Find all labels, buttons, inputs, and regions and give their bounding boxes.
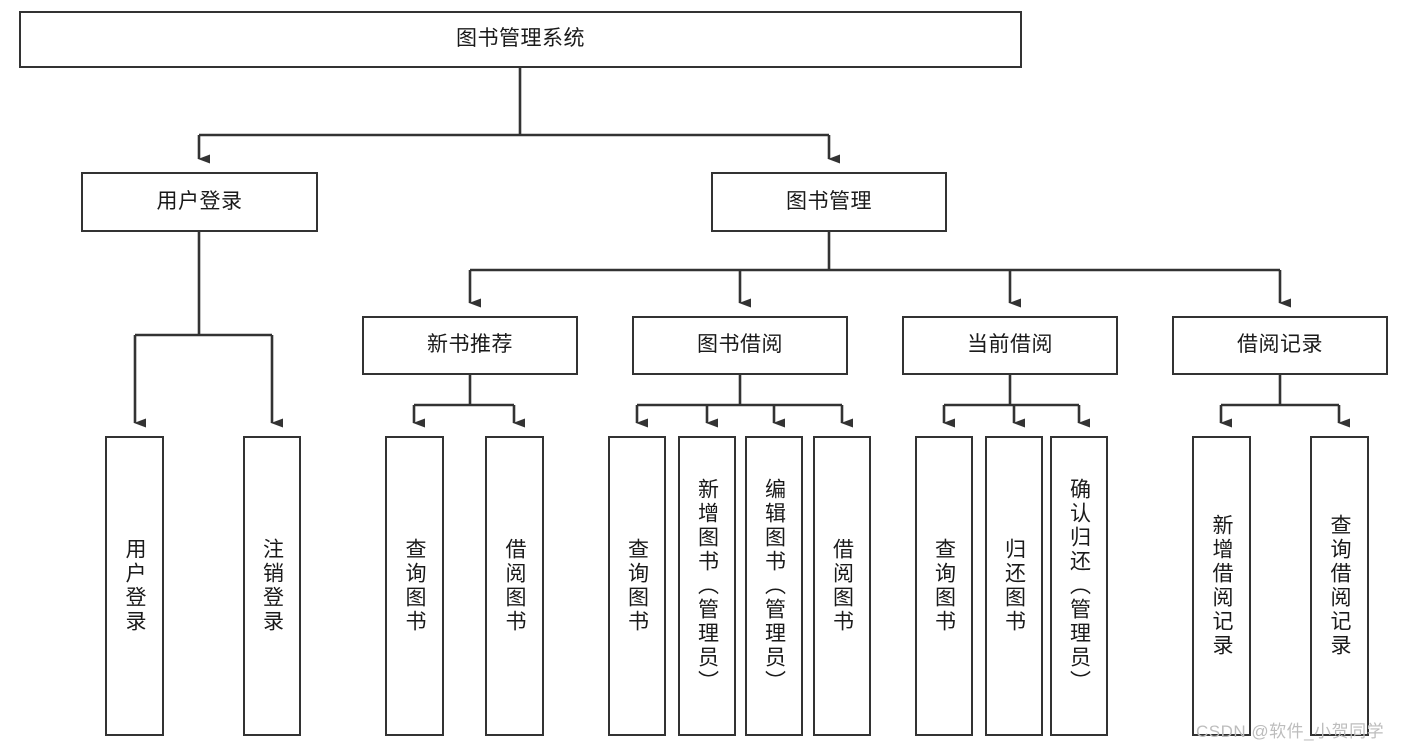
node-label: 归还图书 [1002,538,1026,634]
node-leaf-借阅图书-3[interactable]: 借阅图书 [485,436,544,736]
node-label: 借阅图书 [503,538,526,634]
csdn-watermark: CSDN @软件_小贺同学 [1196,722,1385,741]
node-level2-图书管理-1[interactable]: 图书管理 [711,172,947,232]
node-label: 编辑图书（管理员） [762,478,786,694]
node-label: 查询图书 [625,538,649,634]
node-label: 图书管理系统 [456,27,585,51]
node-label: 新增图书（管理员） [695,478,719,694]
node-label: 新书推荐 [427,333,513,357]
node-leaf-注销登录-1[interactable]: 注销登录 [243,436,301,736]
node-leaf-查询图书-8[interactable]: 查询图书 [915,436,973,736]
node-leaf-用户登录-0[interactable]: 用户登录 [105,436,164,736]
node-leaf-查询图书-2[interactable]: 查询图书 [385,436,444,736]
node-level3-图书借阅-1[interactable]: 图书借阅 [632,316,848,375]
node-label: 图书借阅 [697,333,783,357]
node-leaf-确认归还-管理员-10[interactable]: 确认归还（管理员） [1050,436,1108,736]
node-label: 确认归还（管理员） [1067,478,1091,694]
node-label: 注销登录 [260,538,284,634]
node-leaf-借阅图书-7[interactable]: 借阅图书 [813,436,871,736]
node-label: 借阅图书 [830,538,854,634]
node-label: 借阅记录 [1237,333,1323,357]
node-label: 查询借阅记录 [1328,514,1351,658]
node-leaf-查询借阅记录-12[interactable]: 查询借阅记录 [1310,436,1369,736]
node-label: 查询图书 [403,538,426,634]
node-label: 用户登录 [123,538,146,634]
node-level3-借阅记录-3[interactable]: 借阅记录 [1172,316,1388,375]
node-label: 新增借阅记录 [1210,514,1233,658]
node-level2-用户登录-0[interactable]: 用户登录 [81,172,318,232]
node-leaf-查询图书-4[interactable]: 查询图书 [608,436,666,736]
node-leaf-编辑图书-管理员-6[interactable]: 编辑图书（管理员） [745,436,803,736]
node-label: 用户登录 [156,189,243,213]
node-label: 图书管理 [786,189,872,213]
node-label: 当前借阅 [967,333,1053,357]
node-leaf-新增借阅记录-11[interactable]: 新增借阅记录 [1192,436,1251,736]
node-leaf-新增图书-管理员-5[interactable]: 新增图书（管理员） [678,436,736,736]
node-leaf-归还图书-9[interactable]: 归还图书 [985,436,1043,736]
node-root-图书管理系统-0[interactable]: 图书管理系统 [19,11,1022,68]
node-label: 查询图书 [932,538,956,634]
node-level3-当前借阅-2[interactable]: 当前借阅 [902,316,1118,375]
node-level3-新书推荐-0[interactable]: 新书推荐 [362,316,578,375]
